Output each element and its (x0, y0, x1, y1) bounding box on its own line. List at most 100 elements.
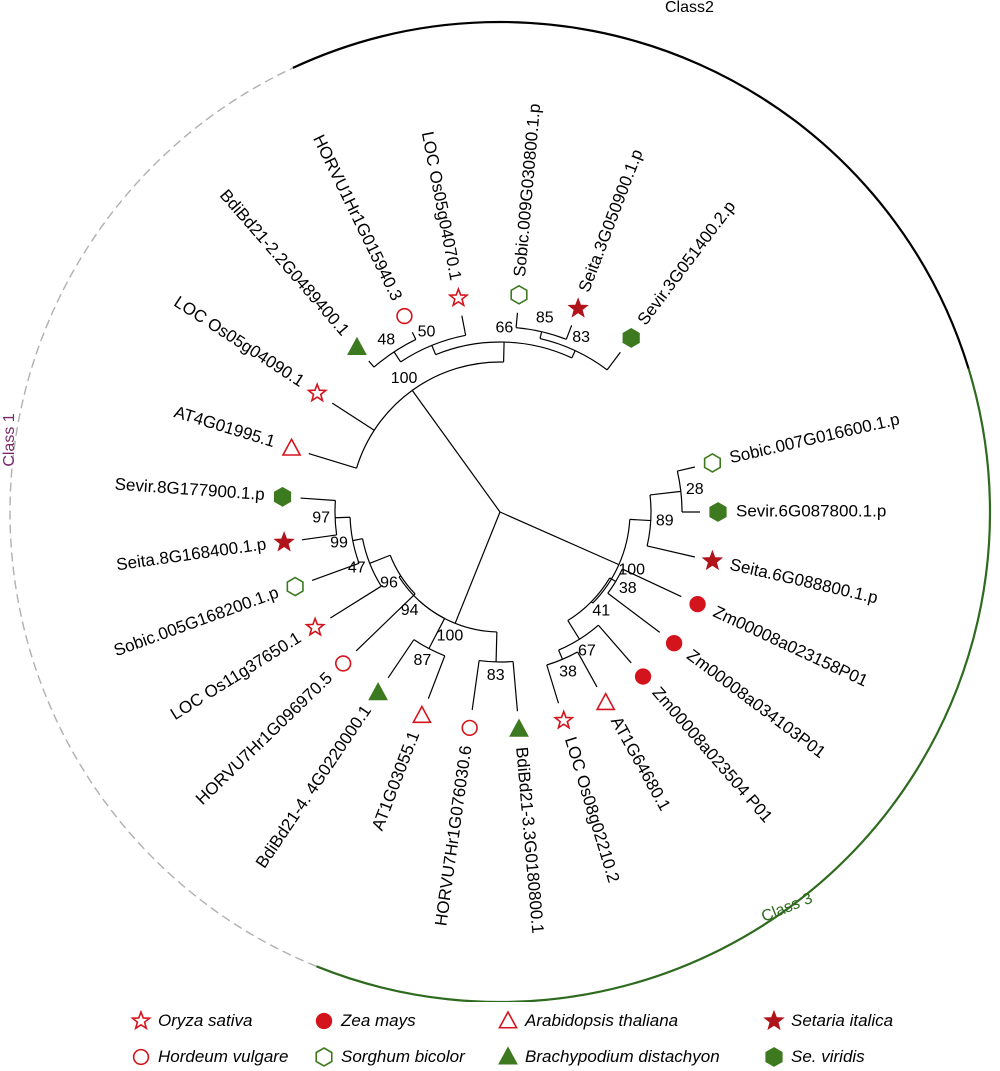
branch-arc (567, 577, 611, 622)
bootstrap-value: 67 (578, 642, 596, 659)
leaf-label: Sobic.007G016600.1.p (728, 410, 902, 468)
branch-line (368, 360, 375, 368)
bootstrap-value: 48 (377, 331, 395, 348)
branch-line (308, 452, 357, 469)
leaf-label: Sobic.005G168200.1.p (111, 583, 281, 660)
leaf-label: Sevir.8G177900.1.p (114, 475, 265, 504)
leaf-marker-setaria (273, 531, 295, 552)
leaf-marker-setaria (701, 549, 724, 571)
filled-hexagon-icon (763, 1046, 785, 1068)
leaf-marker-oryza (553, 709, 575, 730)
legend-symbol (498, 1046, 518, 1065)
branch-line (301, 534, 337, 541)
bootstrap-value: 50 (418, 324, 436, 341)
branch-line (369, 554, 391, 564)
leaf-marker-zea (689, 595, 706, 613)
legend-symbol (498, 1010, 518, 1029)
open-circle-icon (130, 1046, 152, 1068)
bootstrap-value: 83 (572, 329, 590, 346)
leaf-label: LOC Os05g04090.1 (171, 292, 308, 390)
leaf-marker-hordeum (396, 307, 413, 325)
leaf-label: Sevir.6G087800.1.p (736, 501, 886, 520)
branch-arc (334, 500, 338, 536)
open-hexagon-icon (313, 1046, 335, 1068)
leaf-label: Sobic.009G030800.1.p (510, 103, 544, 278)
branch-arc (349, 517, 360, 564)
branch-line (571, 350, 576, 359)
legend-setaria: Setaria italica (763, 1010, 893, 1032)
leaf-marker-arabidopsis (595, 691, 616, 711)
class3-label: Class 3 (759, 890, 815, 926)
branch-line (495, 631, 498, 662)
branch-line (607, 592, 661, 633)
leaf-label: Seita.3G050900.1.p (575, 147, 647, 295)
branch-line (622, 568, 682, 598)
leaf-marker-sorghum (510, 284, 528, 305)
leaf-marker-viridis (273, 486, 292, 507)
branch-line (577, 651, 598, 688)
class3-arc (316, 368, 992, 1002)
branch-arc (398, 576, 445, 619)
leaf-label: AT1G64680.1 (607, 713, 674, 814)
branch-line (335, 516, 351, 519)
leaf-marker-zea (665, 635, 683, 652)
legend-symbol (765, 1047, 783, 1067)
leaf-marker-brachypodium (368, 682, 388, 701)
bootstrap-value: 85 (536, 309, 554, 326)
class2-label: Class2 (665, 0, 714, 16)
branch-line (649, 490, 681, 496)
branch-arc (558, 624, 599, 651)
branch-line (646, 545, 696, 558)
branch-arc (516, 327, 567, 340)
branch-arc (400, 334, 466, 363)
leaf-label: Sevir.3G051400.2.p (634, 197, 740, 328)
open-triangle-icon (497, 1010, 519, 1032)
bootstrap-value: 87 (414, 652, 432, 669)
bootstrap-value: 100 (391, 370, 418, 387)
leaf-marker-viridis (622, 327, 640, 348)
branch-line (454, 511, 501, 624)
leaf-marker-oryza (306, 381, 328, 403)
bootstrap-value: 47 (348, 560, 366, 577)
bootstrap-value: 38 (559, 663, 577, 680)
branch-arc (592, 519, 631, 604)
bootstrap-value: 41 (592, 603, 610, 620)
bootstrap-value: 94 (401, 602, 419, 619)
filled-circle-icon (313, 1010, 335, 1032)
leaf-marker-hordeum (461, 719, 478, 737)
leaf-marker-arabidopsis (281, 437, 302, 456)
branch-line (515, 312, 519, 328)
branch-line (609, 577, 617, 583)
bootstrap-value: 89 (656, 513, 674, 530)
branch-line (411, 331, 417, 340)
branch-line (512, 661, 519, 712)
bootstrap-value: 83 (487, 667, 505, 684)
branch-line (427, 655, 446, 699)
bootstrap-value: 28 (686, 481, 704, 498)
leaf-marker-oryza (304, 616, 326, 637)
legend-viridis: Se. viridis (763, 1046, 865, 1068)
legend-zea: Zea mays (313, 1010, 416, 1032)
branch-line (597, 624, 632, 664)
branch-line (331, 402, 375, 431)
branch-line (567, 620, 580, 640)
leaf-marker-sorghum (703, 453, 722, 473)
branch-line (300, 497, 336, 502)
class1-arc (9, 67, 317, 967)
legend-symbol (132, 1048, 150, 1066)
bootstrap-value: 100 (437, 628, 464, 645)
branch-line (355, 593, 416, 652)
leaf-label: BdiBd21-3.3G0180800.1 (512, 746, 547, 934)
branch-arc (389, 555, 416, 595)
branch-arc (546, 651, 578, 666)
branch-line (330, 585, 382, 619)
bootstrap-value: 66 (496, 319, 514, 336)
legend-sorghum: Sorghum bicolor (313, 1046, 465, 1068)
branch-line (428, 618, 446, 649)
class2-arc (292, 20, 970, 370)
legend-symbol (763, 1010, 785, 1031)
legend-symbol (315, 1047, 333, 1067)
leaf-marker-sorghum (286, 576, 304, 597)
bootstrap-value: 38 (619, 580, 637, 597)
